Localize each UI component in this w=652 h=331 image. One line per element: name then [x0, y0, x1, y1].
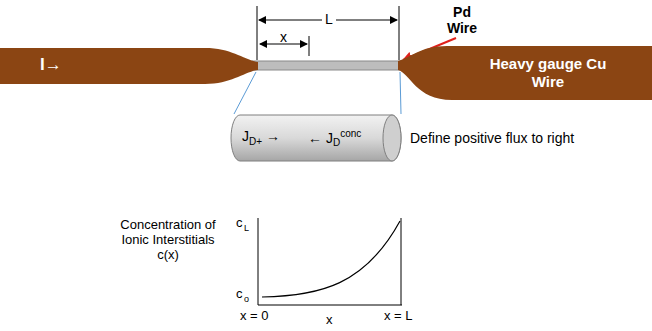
node-shape: [0, 48, 262, 84]
dimension-label: L: [322, 11, 336, 27]
x-axis: [258, 305, 402, 306]
flux-symbol: J: [242, 128, 249, 144]
wire-label: Heavy gauge Cu Wire: [488, 55, 608, 91]
copper-wire: I→: [0, 48, 262, 84]
flux-subscript: D: [333, 137, 340, 148]
axis-label: x: [326, 313, 333, 328]
flux-subscript: D+: [249, 136, 262, 147]
dimension-label: x: [280, 29, 287, 45]
flux-symbol: J: [326, 130, 333, 146]
node-shape: [392, 46, 652, 100]
part-label: Pd Wire: [442, 4, 482, 36]
dimension-tick: [257, 6, 258, 60]
y-axis: [258, 218, 259, 305]
pd-wire: [252, 61, 402, 70]
flux-arrow: ←: [308, 130, 322, 146]
current-label: I→: [40, 55, 62, 75]
axis-label: x = 0: [240, 309, 269, 324]
axis-subscript: o: [244, 294, 249, 304]
dimension-tick: [309, 36, 310, 56]
pd-cylinder: JD+→←JDconc: [230, 114, 402, 162]
axis-line: [401, 218, 402, 305]
axis-title: Concentration of Ionic Interstitials c(x…: [118, 218, 218, 263]
concentration-curve: [262, 221, 400, 297]
copper-wire: Heavy gauge Cu Wire: [392, 46, 652, 100]
zoom-line: [234, 72, 256, 114]
flux-arrow: →: [266, 128, 280, 144]
flux-superscript: conc: [340, 128, 361, 139]
flux-label: JD+ →: [242, 128, 280, 147]
axis-value: c: [236, 287, 243, 302]
flux-label: ←JDconc: [308, 128, 361, 148]
axis-label: x = L: [384, 309, 413, 324]
note: Define positive flux to right: [410, 130, 574, 146]
axis-value: c: [236, 216, 243, 231]
dimension-tick: [399, 6, 400, 60]
axis-subscript: L: [244, 223, 249, 233]
zoom-line: [400, 72, 401, 114]
